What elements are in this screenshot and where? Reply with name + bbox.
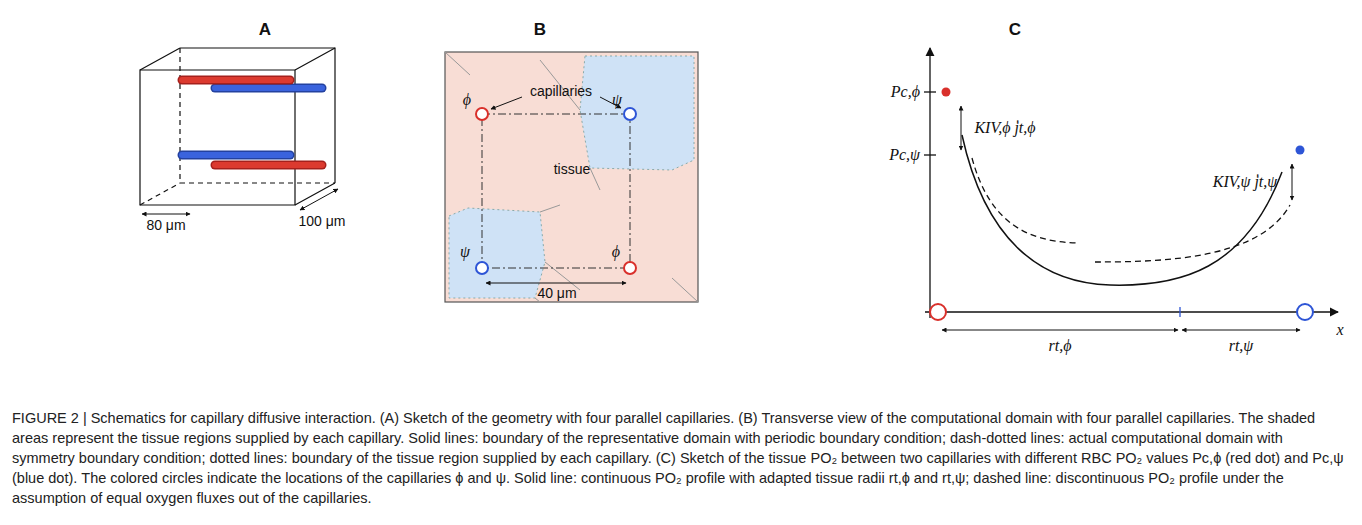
callout-label: capillaries	[530, 84, 592, 99]
flux-arrows	[942, 106, 1300, 330]
figure-stroke	[476, 108, 488, 120]
figure-stroke	[182, 77, 290, 83]
computational-domain	[482, 114, 630, 268]
figure-stroke	[624, 262, 636, 274]
capillary-cylinders	[182, 80, 322, 165]
figure-stroke	[300, 189, 338, 210]
radius-label: rt,ψ	[1229, 337, 1254, 355]
figure-stroke	[182, 76, 290, 85]
figure-stroke	[142, 214, 190, 215]
rbc-dot	[1296, 146, 1305, 155]
figure-stroke	[924, 154, 936, 155]
radius-label: rt,ϕ	[1049, 337, 1072, 355]
figure-stroke	[215, 84, 322, 93]
tissue-region-blue	[449, 208, 545, 298]
figure-stroke	[486, 283, 626, 284]
panel-letter: A	[259, 21, 271, 40]
figure-stroke	[140, 48, 335, 205]
figure-stroke	[476, 262, 488, 274]
capillary-label: ϕ	[463, 91, 471, 109]
tissue-region-blue	[580, 56, 694, 170]
axis-tick-label: Pc,ϕ	[891, 83, 920, 101]
figure-stroke	[182, 151, 290, 160]
figure-stroke	[930, 304, 946, 320]
axis-label: x	[1336, 321, 1343, 339]
region-label: tissue	[554, 162, 591, 177]
region-boundaries	[445, 52, 698, 302]
axis-tick-label: Pc,ψ	[889, 146, 920, 164]
rbc-dot	[942, 88, 951, 97]
dashed-profile	[1095, 205, 1290, 262]
figure-stroke	[215, 161, 322, 170]
solid-profile	[962, 135, 1282, 285]
dimension-label: 80 μm	[146, 218, 185, 233]
figure-stroke	[1179, 307, 1180, 317]
figure-stroke	[215, 85, 322, 91]
figure-stroke	[140, 48, 335, 205]
capillary-circles	[930, 304, 1313, 320]
capillary-circles	[476, 108, 636, 274]
capillary-label: ψ	[460, 243, 470, 261]
capillary-label: ψ	[612, 91, 622, 109]
figure-stroke	[1182, 330, 1300, 331]
geometry-box	[140, 48, 335, 205]
figure-stroke	[182, 152, 290, 158]
panel-letter: B	[534, 21, 546, 40]
figure-stroke	[929, 48, 930, 318]
dimension-label: 40 μm	[537, 286, 576, 301]
figure-stroke	[942, 330, 1178, 331]
figure-stroke	[1297, 304, 1313, 320]
dimension-label: 100 μm	[299, 214, 346, 229]
panel-letter: C	[1009, 21, 1021, 40]
figure-stroke	[491, 97, 522, 109]
figure-stroke	[445, 52, 698, 302]
capillary-label: ϕ	[612, 243, 620, 261]
flux-label: KIV,ϕ j̇t,ϕ	[974, 119, 1035, 137]
figure-stroke	[180, 48, 335, 183]
axes	[924, 48, 1338, 318]
figure-caption: FIGURE 2 | Schematics for capillary diff…	[12, 408, 1348, 508]
figure-stroke	[925, 311, 1338, 312]
figure-stroke	[624, 108, 636, 120]
dimension-arrows	[142, 189, 338, 214]
flux-label: KIV,ψ j̇t,ψ	[1213, 173, 1277, 191]
figure-stroke	[961, 106, 962, 150]
tissue-ground	[445, 52, 698, 302]
figure-stroke	[215, 162, 322, 168]
leader-lines	[486, 97, 626, 283]
figure-stroke	[924, 91, 936, 92]
dashed-profile	[972, 158, 1078, 243]
figure-stroke	[1292, 164, 1293, 200]
